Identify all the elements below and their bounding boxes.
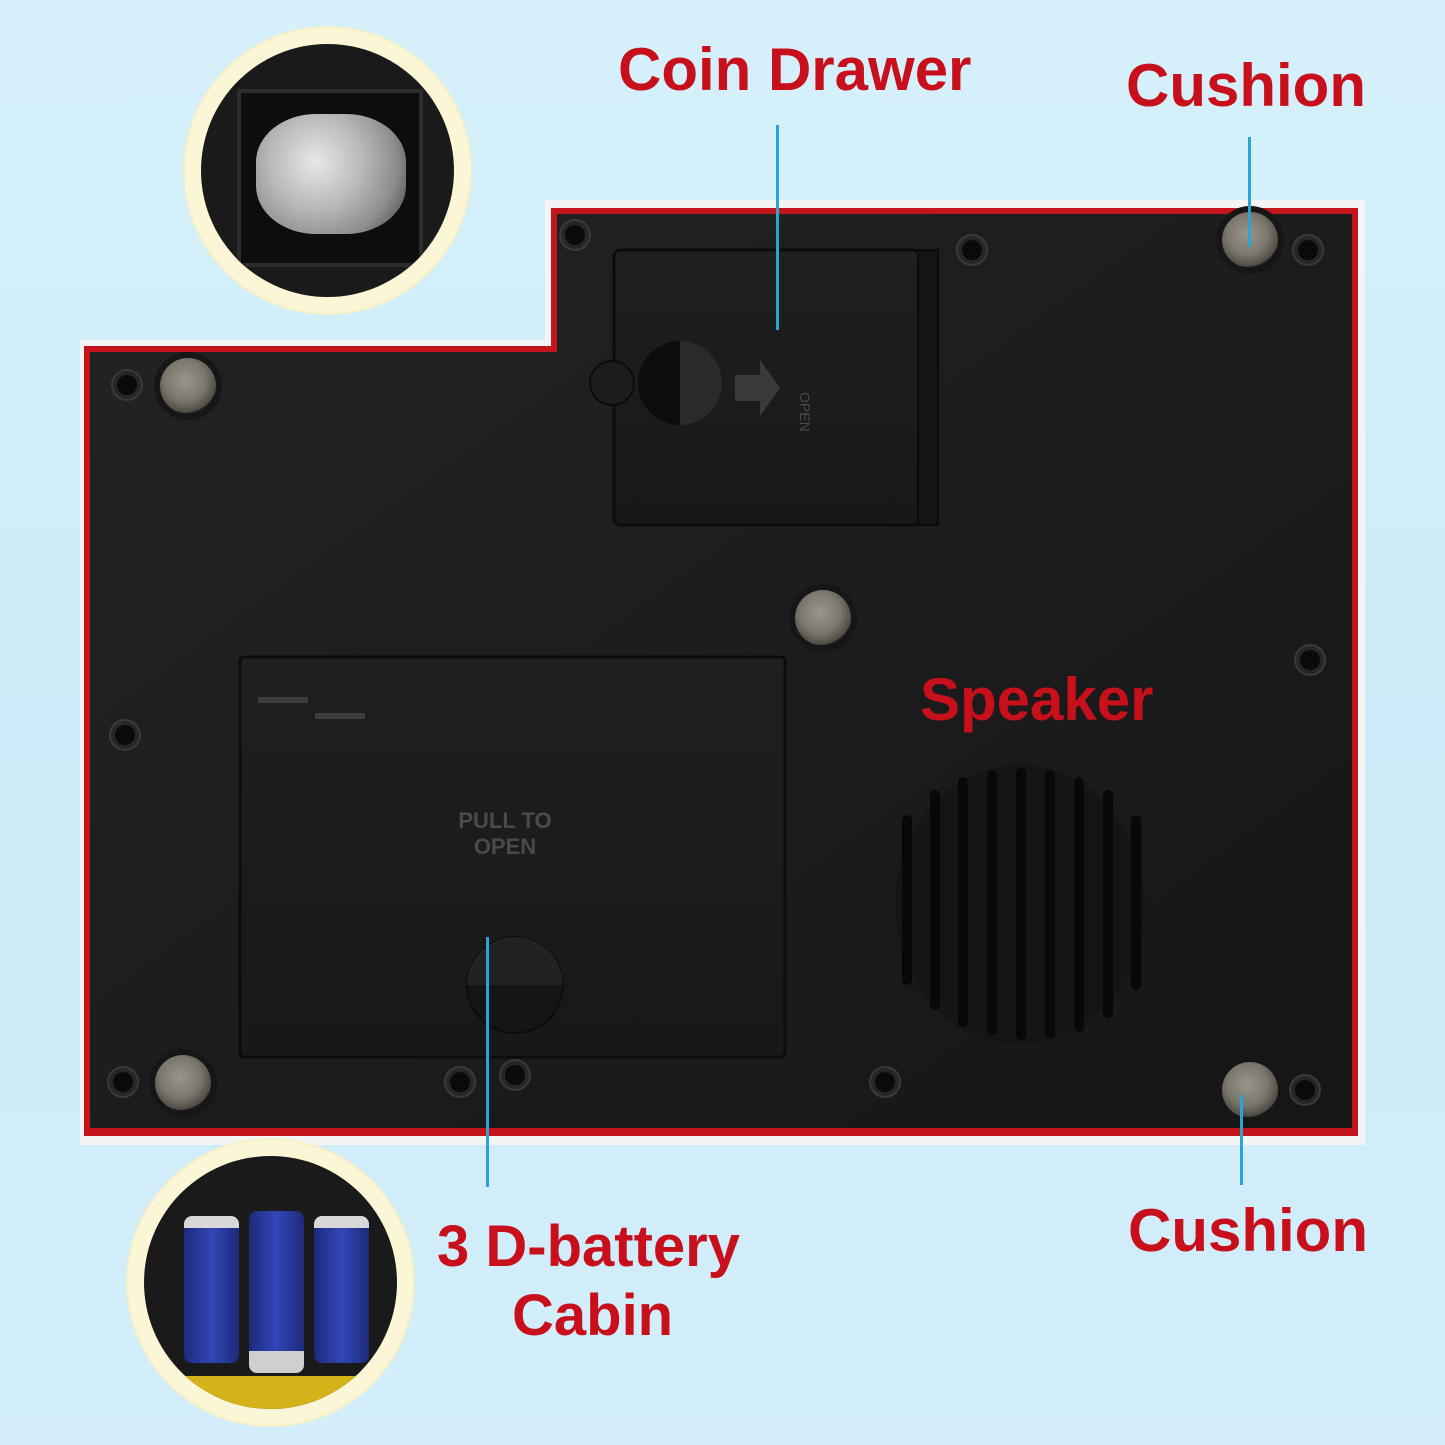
screw-hole xyxy=(1300,650,1320,670)
screw-hole xyxy=(1298,240,1318,260)
screw-hole xyxy=(875,1072,895,1092)
battery-case-edge xyxy=(144,1376,397,1409)
screw-hole xyxy=(115,725,135,745)
battery-leader-line xyxy=(486,937,489,1187)
cushion-foot xyxy=(1222,1062,1278,1118)
speaker-slot xyxy=(1045,770,1055,1038)
battery-lid-latch-knob xyxy=(467,937,563,985)
coin-drawer-latch-notch xyxy=(589,360,635,406)
screw-hole xyxy=(117,375,137,395)
coin-drawer-leader-line xyxy=(776,125,779,330)
speaker-slot xyxy=(1103,790,1113,1018)
speaker-slot xyxy=(987,770,997,1035)
speaker-slot xyxy=(1074,777,1084,1032)
cushion-foot xyxy=(160,358,216,414)
speaker-slot xyxy=(1016,768,1026,1040)
coin-drawer-latch-knob xyxy=(680,341,722,425)
embossed-pull-text: PULL TO OPEN xyxy=(430,808,580,861)
coin-drawer-embossed-text: OPEN xyxy=(797,392,813,432)
screw-hole xyxy=(1295,1080,1315,1100)
speaker-slot xyxy=(930,790,940,1010)
battery-inset-inner xyxy=(144,1156,397,1409)
embossed-pull-line2: OPEN xyxy=(473,834,537,860)
battery-cell xyxy=(249,1211,304,1373)
coins-pile xyxy=(256,114,406,234)
speaker-slot xyxy=(958,777,968,1027)
battery-lid-mark-2 xyxy=(315,713,365,719)
screw-hole xyxy=(962,240,982,260)
screw-hole xyxy=(450,1072,470,1092)
speaker-slot xyxy=(1131,815,1141,990)
battery-label-line2: Cabin xyxy=(512,1283,674,1348)
speaker-label: Speaker xyxy=(920,666,1154,733)
coin-drawer-inset-inner xyxy=(201,44,454,297)
embossed-pull-line1: PULL TO xyxy=(458,808,552,833)
cushion-bottom-label: Cushion xyxy=(1128,1197,1368,1264)
battery-inset-photo xyxy=(128,1140,413,1425)
coin-drawer-arrow xyxy=(735,360,780,416)
coin-drawer-label: Coin Drawer xyxy=(618,36,972,103)
coin-drawer-inset-photo xyxy=(185,28,470,313)
battery-cell xyxy=(184,1216,239,1363)
cushion-foot xyxy=(795,590,851,646)
battery-cell xyxy=(314,1216,369,1363)
speaker-slot xyxy=(902,815,912,985)
cushion-top-label: Cushion xyxy=(1126,52,1366,119)
cushion-bottom-leader-line xyxy=(1240,1095,1243,1185)
cushion-top-leader-line xyxy=(1248,137,1251,247)
coin-drawer-hinge xyxy=(917,249,939,526)
cushion-foot xyxy=(155,1055,211,1111)
screw-hole xyxy=(565,225,585,245)
screw-hole xyxy=(113,1072,133,1092)
battery-cabin-lid xyxy=(238,655,787,1059)
battery-lid-mark-1 xyxy=(258,697,308,703)
screw-hole xyxy=(505,1065,525,1085)
battery-label-line1: 3 D-battery xyxy=(437,1214,740,1279)
